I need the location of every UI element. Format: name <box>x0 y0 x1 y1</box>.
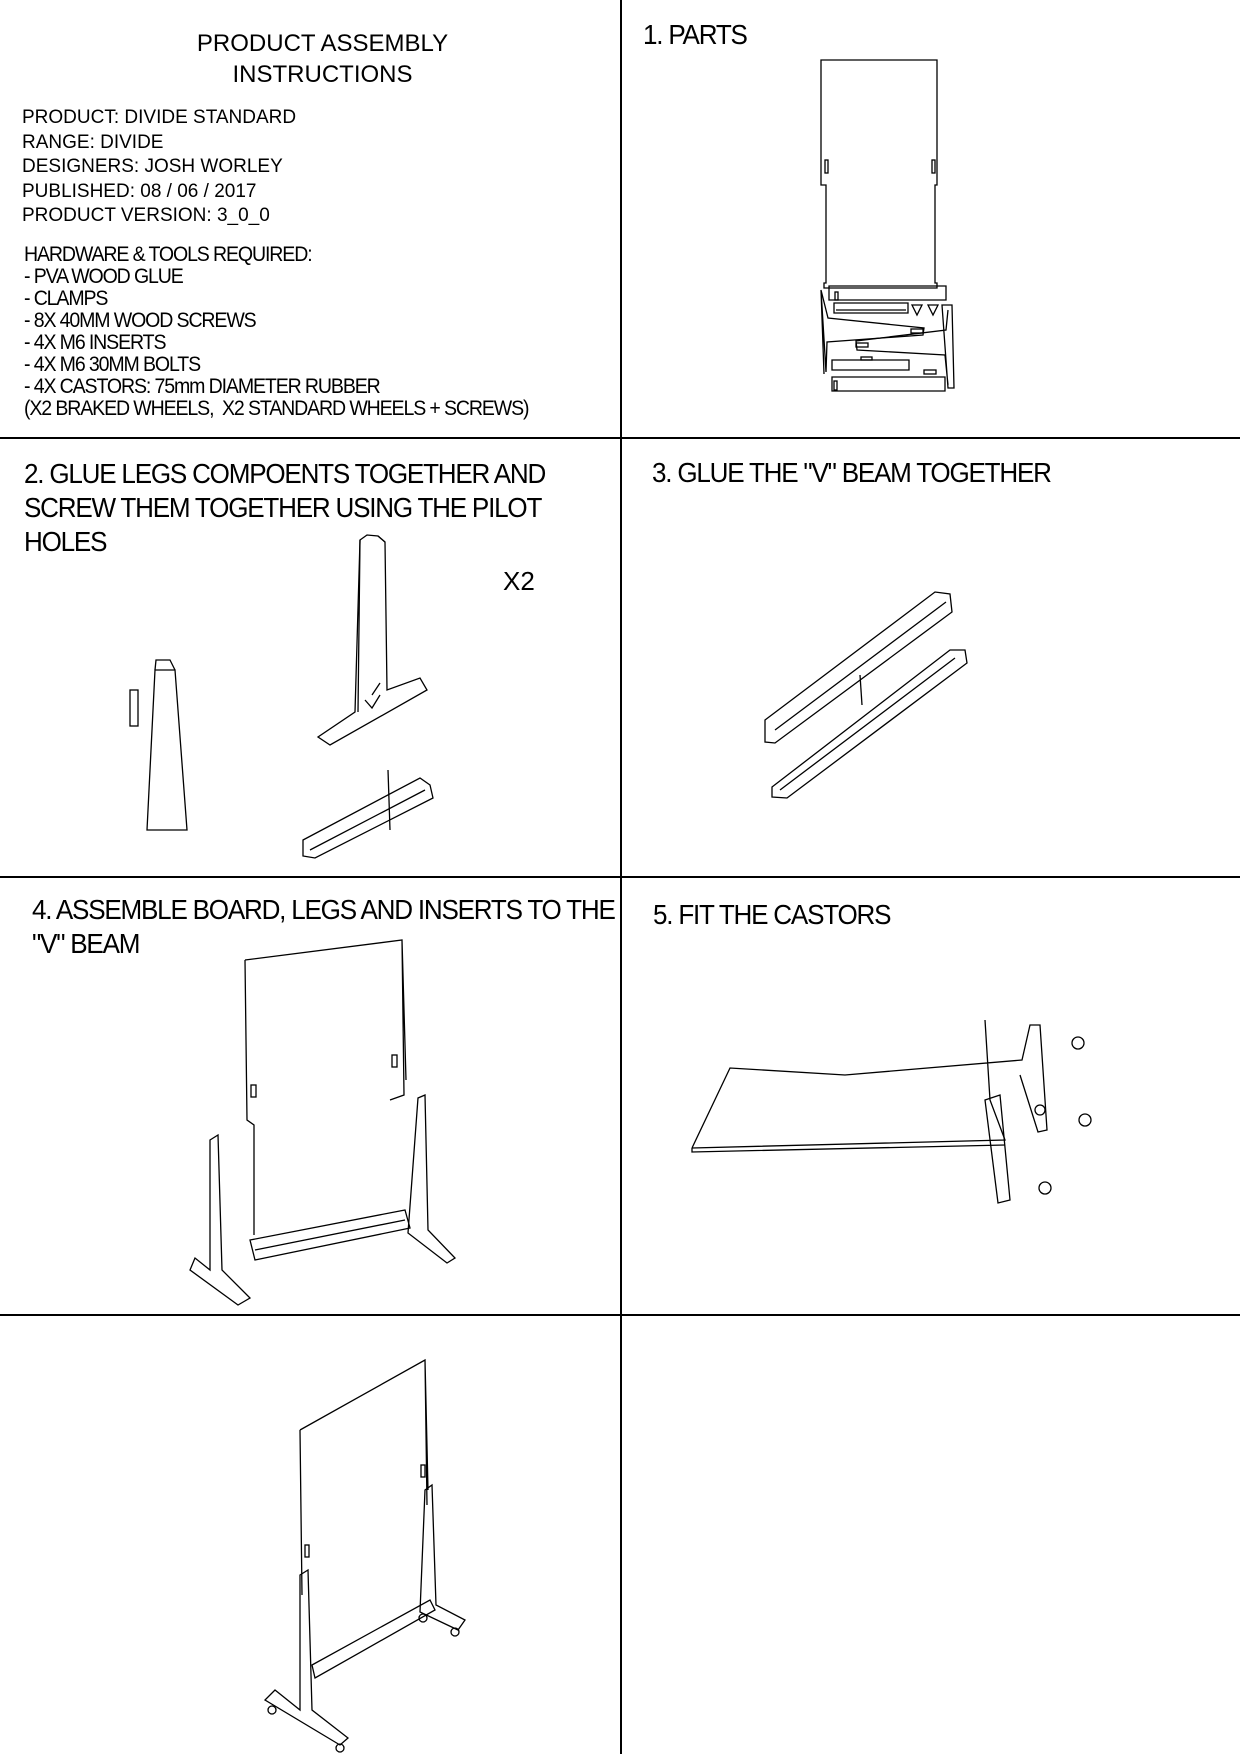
heading-line: HOLES <box>24 526 107 557</box>
title-line: PRODUCT ASSEMBLY <box>196 30 449 57</box>
info-designers: DESIGNERS: JOSH WORLEY <box>22 156 283 177</box>
grid-divider-row-2 <box>0 876 1240 878</box>
heading-line: 4. ASSEMBLE BOARD, LEGS AND INSERTS TO T… <box>32 894 616 925</box>
heading-line: 1. PARTS <box>643 19 748 50</box>
heading-line: 2. GLUE LEGS COMPOENTS TOGETHER AND <box>24 458 546 489</box>
heading-line: 3. GLUE THE "V" BEAM TOGETHER <box>652 457 1052 488</box>
grid-divider-row-1 <box>0 437 1240 439</box>
step-2-heading: 2. GLUE LEGS COMPOENTS TOGETHER AND SCRE… <box>24 457 546 559</box>
info-published: PUBLISHED: 08 / 06 / 2017 <box>22 180 257 202</box>
hardware-item: - 4X CASTORS: 75mm DIAMETER RUBBER <box>24 375 381 398</box>
info-range: RANGE: DIVIDE <box>22 131 164 153</box>
info-product: PRODUCT: DIVIDE STANDARD <box>22 107 297 128</box>
heading-line: "V" BEAM <box>32 928 140 959</box>
v-beam-diagram <box>764 591 968 799</box>
grid-divider-row-3 <box>0 1314 1240 1316</box>
castors-diagram <box>691 1019 1092 1204</box>
hardware-item: - 8X 40MM WOOD SCREWS <box>24 309 257 332</box>
hardware-item: (X2 BRAKED WHEELS, X2 STANDARD WHEELS + … <box>24 397 530 420</box>
step-3-heading: 3. GLUE THE "V" BEAM TOGETHER <box>652 456 1052 490</box>
info-version: PRODUCT VERSION: 3_0_0 <box>22 205 270 226</box>
step-4-heading: 4. ASSEMBLE BOARD, LEGS AND INSERTS TO T… <box>32 893 616 961</box>
hardware-item: - 4X M6 30MM BOLTS <box>24 353 201 376</box>
final-assembly-diagram <box>263 1358 466 1753</box>
heading-line: 5. FIT THE CASTORS <box>653 899 891 930</box>
document-title: PRODUCT ASSEMBLY INSTRUCTIONS <box>130 28 515 90</box>
legs-diagram <box>129 534 434 859</box>
hardware-item: - PVA WOOD GLUE <box>24 265 184 288</box>
product-info: PRODUCT: DIVIDE STANDARD RANGE: DIVIDE D… <box>22 106 296 229</box>
heading-line: SCREW THEM TOGETHER USING THE PILOT <box>24 492 542 523</box>
step-1-heading: 1. PARTS <box>643 18 748 52</box>
assembly-diagram <box>189 939 457 1306</box>
title-line: INSTRUCTIONS <box>232 61 413 88</box>
step-2-quantity: X2 <box>503 566 535 596</box>
parts-diagram <box>820 59 955 392</box>
hardware-item: - 4X M6 INSERTS <box>24 331 166 354</box>
step-5-heading: 5. FIT THE CASTORS <box>653 898 891 932</box>
hardware-list: HARDWARE & TOOLS REQUIRED: - PVA WOOD GL… <box>24 243 530 420</box>
hardware-title: HARDWARE & TOOLS REQUIRED: <box>24 243 313 266</box>
hardware-item: - CLAMPS <box>24 287 108 310</box>
